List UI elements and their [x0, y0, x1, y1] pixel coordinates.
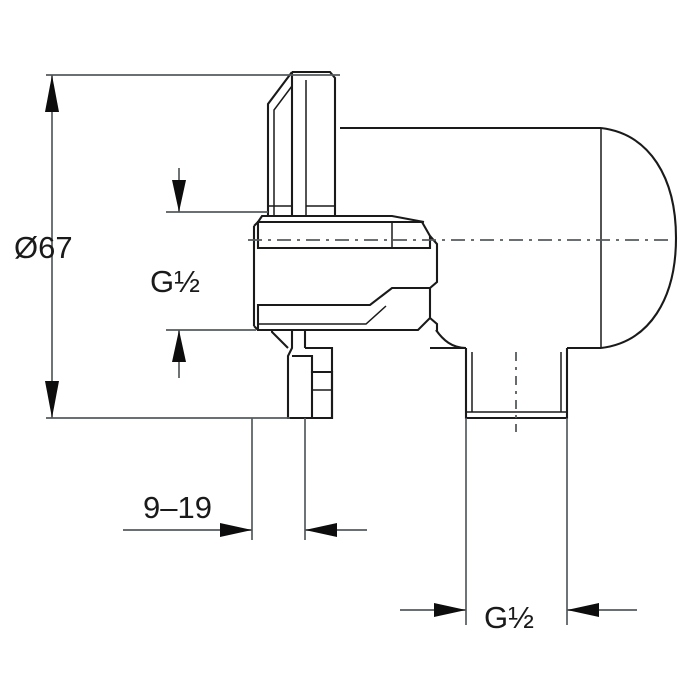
wall-plate-escutcheon — [266, 70, 337, 420]
outlet-spigot — [435, 329, 569, 420]
arrow-left-outlet-thread — [567, 603, 599, 617]
dimension-inlet-thread: G½ — [150, 168, 268, 378]
arrow-right-wall-projection — [220, 523, 252, 537]
dimension-wall-projection: 9–19 — [123, 418, 367, 540]
dimension-label-outlet-thread: G½ — [484, 600, 534, 635]
dimension-label-inlet-thread: G½ — [150, 264, 200, 299]
arrow-down-diameter — [45, 381, 59, 418]
arrow-up-diameter — [45, 75, 59, 112]
arrow-up-inlet-thread — [172, 330, 186, 362]
dimension-outlet-thread: G½ — [400, 418, 637, 635]
dimension-label-diameter: Ø67 — [14, 230, 73, 265]
union-nut-section — [252, 214, 439, 332]
arrow-down-inlet-thread — [172, 180, 186, 212]
dimension-diameter: Ø67 — [14, 74, 340, 419]
rounded-end-cap — [600, 126, 678, 350]
dimension-label-wall-projection: 9–19 — [143, 490, 212, 525]
arrow-right-outlet-thread — [434, 603, 466, 617]
valve-body — [340, 126, 602, 350]
arrow-left-wall-projection — [305, 523, 337, 537]
